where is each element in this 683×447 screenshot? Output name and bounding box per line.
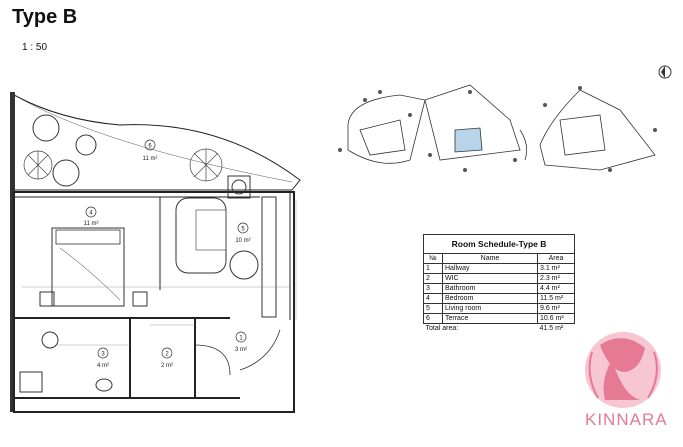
room-4-num: 4 <box>89 211 93 217</box>
room-5-area: 10 m² <box>235 238 250 244</box>
wardrobe <box>261 196 277 318</box>
row-name: WIC <box>442 273 538 284</box>
total-label: Total area: <box>425 325 459 332</box>
plants <box>23 148 223 182</box>
row-num: 6 <box>423 313 443 324</box>
coffee-table <box>229 250 259 280</box>
row-name: Bathroom <box>442 283 538 294</box>
chair-2 <box>52 159 80 187</box>
room-label-4: 4 11 m² <box>84 206 99 227</box>
total-row: Total area: 41.5 m² <box>424 324 575 334</box>
nightstand-left <box>39 291 55 307</box>
room-6-area: 11 m² <box>143 156 158 162</box>
sink <box>41 331 59 349</box>
left-wall <box>10 92 15 412</box>
dimension-lines <box>22 200 297 346</box>
header-name: Name <box>442 253 538 264</box>
room-5-num: 5 <box>241 227 245 233</box>
row-area: 4.4 m² <box>537 283 575 294</box>
row-num: 1 <box>423 263 443 274</box>
toilet <box>95 378 113 392</box>
row-area: 2.3 m² <box>537 273 575 284</box>
row-area: 9.6 m² <box>537 303 575 314</box>
row-num: 3 <box>423 283 443 294</box>
room-4-area: 11 m² <box>84 221 99 227</box>
room-2-area: 2 m² <box>161 363 173 369</box>
row-area: 11.5 m² <box>537 293 575 304</box>
row-name: Bedroom <box>442 293 538 304</box>
key-plan <box>347 84 656 171</box>
row-num: 5 <box>423 303 443 314</box>
page-title: Type B <box>12 6 78 28</box>
row-name: Hallway <box>442 263 538 274</box>
sofa <box>175 197 227 274</box>
kinnara-logo-icon <box>585 332 661 408</box>
room-label-1: 1 3 m² <box>235 331 247 353</box>
room-6-num: 6 <box>148 144 152 150</box>
room-2-num: 2 <box>165 352 169 358</box>
row-name: Living room <box>442 303 538 314</box>
side-table <box>75 134 97 156</box>
row-area: 3.1 m² <box>537 263 575 274</box>
schedule-title: Room Schedule-Type B <box>423 234 575 254</box>
key-plan-dots <box>338 86 657 172</box>
terrace-outline <box>13 94 301 191</box>
room-label-6: 6 11 m² <box>143 139 158 162</box>
row-name: Terrace <box>442 313 538 324</box>
room-1-area: 3 m² <box>235 347 247 353</box>
brand-name: KINNARA <box>585 410 668 429</box>
planter <box>227 175 251 199</box>
row-num: 2 <box>423 273 443 284</box>
room-label-3: 3 4 m² <box>97 347 109 369</box>
header-number: № <box>423 253 443 264</box>
row-num: 4 <box>423 293 443 304</box>
nightstand-right <box>132 291 148 307</box>
building-outline <box>13 191 295 413</box>
chair-1 <box>32 114 60 142</box>
north-arrow-icon <box>658 65 672 79</box>
room-3-num: 3 <box>101 352 105 358</box>
bed <box>51 227 125 307</box>
room-label-5: 5 10 m² <box>235 222 251 244</box>
scale-label: 1 : 50 <box>22 42 48 53</box>
header-area: Area <box>537 253 575 264</box>
row-area: 10.6 m² <box>537 313 575 324</box>
total-value: 41.5 m² <box>539 325 564 332</box>
room-label-2: 2 2 m² <box>161 347 173 369</box>
room-1-num: 1 <box>239 336 243 342</box>
room-3-area: 4 m² <box>97 363 109 369</box>
washer <box>19 371 43 393</box>
